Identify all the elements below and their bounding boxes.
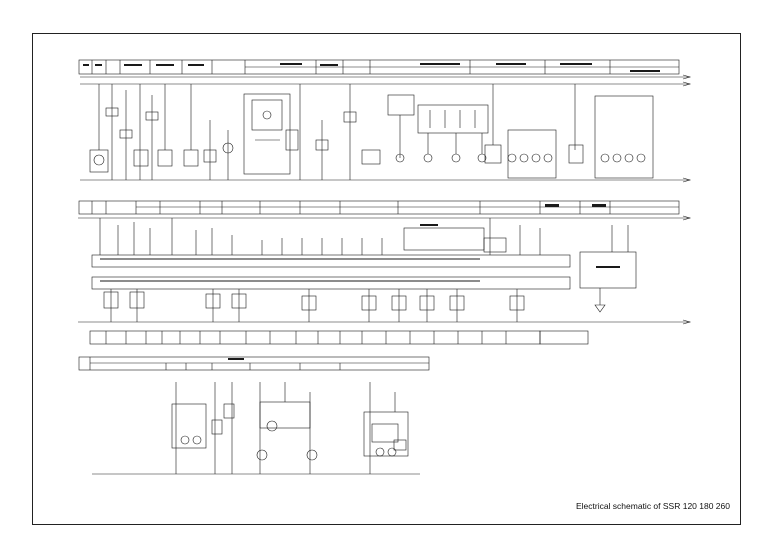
top-section-title-block — [78, 59, 680, 75]
top-section-buses — [80, 74, 692, 183]
middle-section-circuit — [99, 218, 629, 322]
bottom-section-title-block — [78, 356, 430, 371]
fine-print-marks — [83, 63, 660, 360]
schematic-caption: Electrical schematic of SSR 120 180 260 — [575, 501, 730, 511]
middle-section-bottom-legend — [89, 330, 589, 345]
middle-section-buses — [78, 215, 692, 325]
top-section-circuit — [89, 84, 654, 180]
bottom-section-circuit — [171, 382, 409, 474]
drawing-frame — [32, 33, 741, 525]
middle-section-title-block — [78, 200, 680, 215]
middle-section-terminal-strip — [91, 251, 637, 290]
